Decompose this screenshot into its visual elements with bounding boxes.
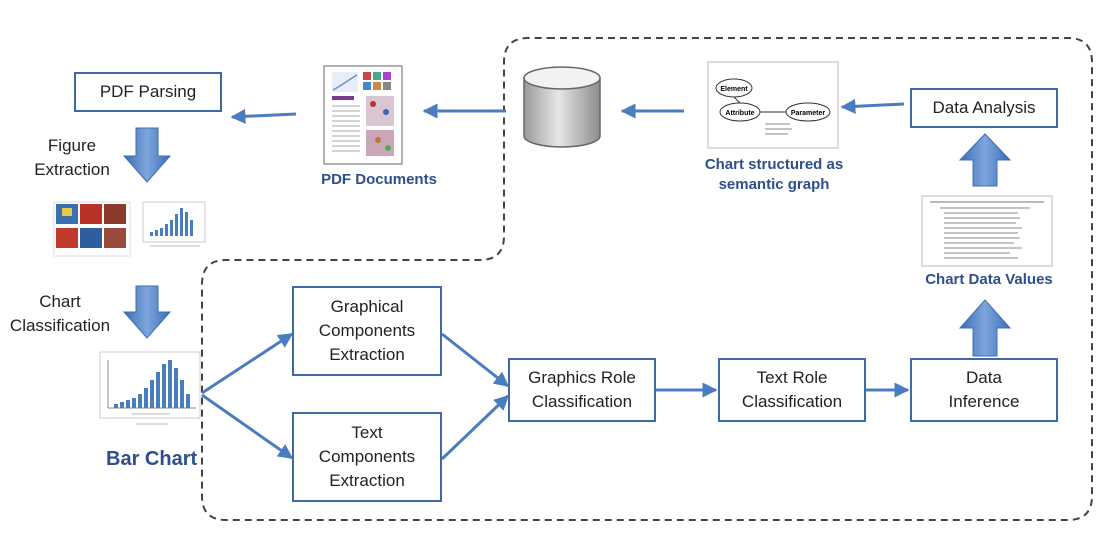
arrow-chart-to-graphical	[201, 332, 294, 395]
data-analysis-label: Data Analysis	[932, 98, 1036, 117]
text-role-box: Text Role Classification	[718, 358, 866, 422]
text-components-box: Text Components Extraction	[292, 412, 442, 502]
chart-classification-label: Chart Classification	[9, 292, 111, 335]
semantic-graph-thumbnail	[707, 61, 839, 149]
dashed-boundary	[201, 37, 1093, 521]
pdf-document-thumbnail	[323, 65, 403, 165]
text-components-label: Text Components Extraction	[318, 423, 416, 490]
figure-extraction-label: Figure Extraction	[34, 136, 110, 179]
data-analysis-box: Data Analysis	[910, 88, 1058, 128]
graphics-role-label: Graphics Role Classification	[528, 368, 636, 411]
pdf-parsing-label: PDF Parsing	[99, 82, 197, 101]
chart-structured-label: Chart structured as semantic graph	[704, 156, 844, 193]
data-inference-label: Data Inference	[948, 368, 1020, 411]
block-arrow-down-1	[122, 127, 172, 183]
block-arrow-up-2	[958, 299, 1012, 357]
bar-chart-thumbnail	[99, 351, 201, 425]
arrow-graphical-to-graphicsrole	[441, 332, 510, 388]
pdf-parsing-box: PDF Parsing	[74, 72, 222, 112]
data-inference-box: Data Inference	[910, 358, 1058, 422]
arrow-docs-to-parsing	[230, 108, 297, 124]
pdf-documents-label: PDF Documents	[321, 171, 437, 188]
graphics-role-box: Graphics Role Classification	[508, 358, 656, 422]
text-role-label: Text Role Classification	[741, 368, 843, 411]
chart-data-values-thumbnail	[921, 195, 1053, 267]
figure-thumbnails	[53, 201, 206, 257]
graphical-components-label: Graphical Components Extraction	[318, 297, 416, 364]
arrow-chart-to-text	[201, 393, 294, 460]
bar-chart-label: Bar Chart	[106, 448, 198, 470]
database-icon	[523, 66, 601, 148]
graph-node-element: Element	[720, 86, 748, 93]
block-arrow-up-1	[958, 133, 1012, 187]
arrow-text-to-graphicsrole	[440, 394, 510, 461]
arrow-analysis-to-graph	[840, 98, 905, 114]
graphical-components-box: Graphical Components Extraction	[292, 286, 442, 376]
graph-node-parameter: Parameter	[791, 110, 826, 117]
chart-data-values-label: Chart Data Values	[925, 271, 1053, 288]
block-arrow-down-2	[122, 285, 172, 339]
graph-node-attribute: Attribute	[725, 110, 754, 117]
